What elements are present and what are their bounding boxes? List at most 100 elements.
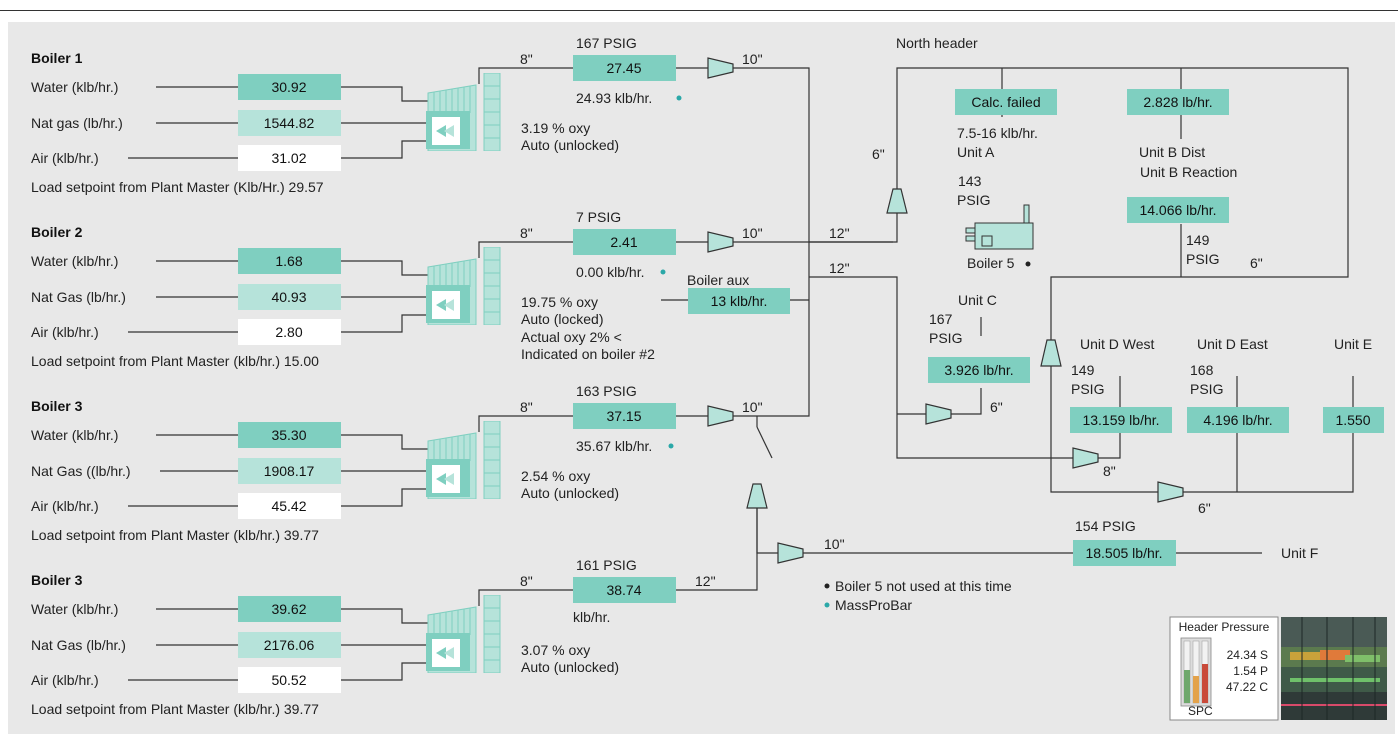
oxy-reading: 3.07 % oxy (521, 642, 590, 658)
water-value: 39.62 (271, 601, 306, 617)
water-value-box (238, 596, 341, 622)
water-label: Water (klb/hr.) (31, 79, 118, 95)
boiler-5-icon (965, 204, 1034, 250)
flow-value: 38.74 (606, 582, 641, 598)
boiler-1-row: Boiler 1 Water (klb/hr.) Nat gas (lb/hr.… (31, 35, 810, 300)
boiler-aux-label: Boiler aux (687, 272, 749, 288)
boiler-3-row: Boiler 3 Water (klb/hr.) Nat Gas ((lb/hr… (31, 300, 810, 543)
unit-c-psig-num: 167 (929, 311, 953, 327)
control-mode: Auto (unlocked) (521, 137, 619, 153)
header-pressure-inset[interactable]: Header Pressure SPC 24.34 S 1.54 P 47.22… (1169, 616, 1387, 721)
unit-d-west-value: 13.159 lb/hr. (1082, 412, 1159, 428)
boiler-icon (425, 595, 501, 673)
flow-value-box (573, 403, 676, 429)
air-value-box (238, 667, 341, 693)
reducer-icon (707, 57, 734, 79)
gas-label: Nat Gas (lb/hr.) (31, 637, 126, 653)
inset-p-value: 1.54 P (1233, 664, 1268, 678)
control-mode: Auto (unlocked) (521, 485, 619, 501)
inset-title: Header Pressure (1179, 620, 1270, 634)
pipe-in-size: 8" (520, 573, 533, 589)
pipe-size-12: 12" (829, 225, 850, 241)
boiler-title: Boiler 1 (31, 50, 83, 66)
water-value: 30.92 (271, 79, 306, 95)
air-value: 2.80 (275, 324, 302, 340)
not-used-dot (1025, 261, 1031, 267)
legend-teal-dot (824, 602, 830, 608)
unit-b-dist-value: 2.828 lb/hr. (1143, 94, 1212, 110)
boiler-title: Boiler 3 (31, 398, 83, 414)
unit-d-west-box (1070, 407, 1172, 433)
unit-d-east-box (1187, 407, 1289, 433)
unit-d-east-psig-num: 168 (1190, 362, 1214, 378)
water-value-box (238, 74, 341, 100)
unit-b-psig-num: 149 (1186, 232, 1210, 248)
pipe-out-size: 12" (695, 573, 716, 589)
water-label: Water (klb/hr.) (31, 601, 118, 617)
flow-value-box (573, 577, 676, 603)
flow-note: 35.67 klb/hr. (576, 438, 652, 454)
reducer-icon (925, 403, 952, 425)
boiler-title: Boiler 2 (31, 224, 83, 240)
flow-note: 24.93 klb/hr. (576, 90, 652, 106)
air-value: 50.52 (271, 672, 306, 688)
gas-label: Nat Gas (lb/hr.) (31, 289, 126, 305)
unit-a-value: Calc. failed (971, 94, 1040, 110)
header-piping (661, 67, 1354, 564)
water-label: Water (klb/hr.) (31, 253, 118, 269)
water-value: 1.68 (275, 253, 302, 269)
unit-c-value: 3.926 lb/hr. (944, 362, 1013, 378)
gas-value-box (238, 458, 341, 484)
water-value-box (238, 248, 341, 274)
pipe-size-8: 8" (1103, 463, 1116, 479)
gas-value-box (238, 632, 341, 658)
load-setpoint: Load setpoint from Plant Master (klb/hr.… (31, 527, 319, 543)
boiler-aux-value: 13 klb/hr. (711, 293, 768, 309)
unit-b-reaction-label: Unit B Reaction (1140, 164, 1237, 180)
massprobar-dot (668, 443, 674, 449)
unit-a-value-box (955, 89, 1057, 115)
psig-label: 161 PSIG (576, 557, 637, 573)
reducer-icon (1040, 339, 1062, 367)
flow-value: 2.41 (610, 234, 637, 250)
gas-value: 40.93 (271, 289, 306, 305)
unit-e-name: Unit E (1334, 336, 1372, 352)
unit-b-dist-label: Unit B Dist (1139, 144, 1205, 160)
unit-b-reaction-value: 14.066 lb/hr. (1139, 202, 1216, 218)
gas-value-box (238, 110, 341, 136)
air-value-box (238, 145, 341, 171)
psig-label: 7 PSIG (576, 209, 621, 225)
unit-b-reaction-box (1127, 197, 1229, 223)
pipe-out-size: 10" (742, 225, 763, 241)
gas-value-box (238, 284, 341, 310)
oxy-reading: 19.75 % oxy (521, 294, 598, 310)
boiler-icon (425, 247, 501, 325)
air-value-box (238, 319, 341, 345)
legend-massprobar: MassProBar (835, 597, 912, 613)
air-value-box (238, 493, 341, 519)
flow-value-box (573, 55, 676, 81)
control-mode: Auto (locked) (521, 311, 603, 327)
gas-value: 1908.17 (264, 463, 315, 479)
unit-d-west-psig-num: 149 (1071, 362, 1095, 378)
unit-a-psig: PSIG (957, 192, 990, 208)
pipe-size-6: 6" (872, 146, 885, 162)
oxy-note-line-1: Actual oxy 2% < (521, 329, 622, 345)
flow-value-box (573, 229, 676, 255)
air-label: Air (klb/hr.) (31, 498, 99, 514)
water-value: 35.30 (271, 427, 306, 443)
reducer-icon (777, 542, 804, 564)
boiler-title: Boiler 3 (31, 572, 83, 588)
unit-d-east-psig: PSIG (1190, 381, 1223, 397)
spc-label: SPC (1188, 704, 1213, 718)
unit-b-psig: PSIG (1186, 251, 1219, 267)
unit-c-value-box (928, 357, 1030, 383)
boiler-5-label: Boiler 5 (967, 255, 1015, 271)
boiler-2-row: Boiler 2 Water (klb/hr.) Nat Gas (lb/hr.… (31, 209, 893, 369)
oxy-note-line-2: Indicated on boiler #2 (521, 346, 655, 362)
unit-c-name: Unit C (958, 292, 997, 308)
pipe-size-6: 6" (990, 399, 1003, 415)
water-label: Water (klb/hr.) (31, 427, 118, 443)
spc-thumbnail-image (1281, 617, 1387, 720)
